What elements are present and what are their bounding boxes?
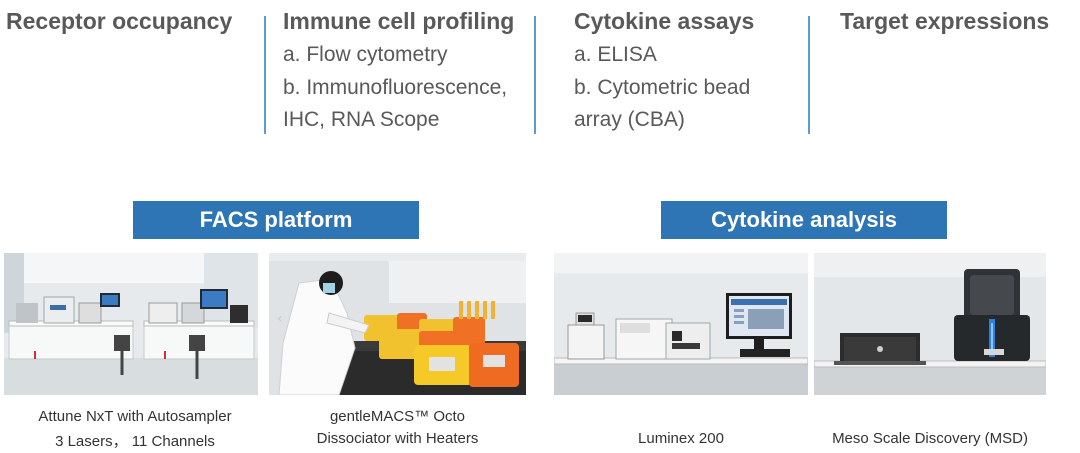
caption-luminex: Luminex 200	[638, 430, 724, 447]
luminex-instrument-photo	[554, 253, 808, 395]
caption-msd: Meso Scale Discovery (MSD)	[832, 430, 1028, 447]
heading-immune-cell-profiling: Immune cell profiling	[283, 8, 515, 34]
immune-item-2: b. Immunofluorescence,	[283, 76, 508, 99]
cytokine-item-2: b. Cytometric bead	[574, 76, 751, 99]
svg-text:‹: ‹	[277, 311, 283, 327]
caption-attune-line1: Attune NxT with Autosampler	[38, 408, 232, 425]
dissociator-lab-photo: ‹	[269, 253, 526, 395]
divider-2	[534, 16, 536, 134]
banner-cytokine-analysis: Cytokine analysis	[661, 201, 947, 239]
cytokine-item-3: array (CBA)	[574, 108, 685, 131]
caption-gentlemacs-line2: Dissociator with Heaters	[316, 430, 479, 447]
banner-facs-platform: FACS platform	[133, 201, 419, 239]
msd-instrument-photo	[814, 253, 1046, 395]
heading-receptor-occupancy: Receptor occupancy	[6, 8, 233, 34]
immune-item-3: IHC, RNA Scope	[283, 108, 440, 131]
divider-1	[264, 16, 266, 134]
heading-target-expressions: Target expressions	[840, 8, 1050, 34]
immune-item-1: a. Flow cytometry	[283, 43, 448, 66]
flow-cytometer-lab-photo	[4, 253, 258, 395]
cytokine-item-1: a. ELISA	[574, 43, 657, 66]
caption-attune-line2: 3 Lasers， 11 Channels	[55, 433, 215, 450]
divider-3	[808, 16, 810, 134]
caption-gentlemacs-line1: gentleMACS™ Octo	[329, 408, 466, 425]
heading-cytokine-assays: Cytokine assays	[574, 8, 755, 34]
